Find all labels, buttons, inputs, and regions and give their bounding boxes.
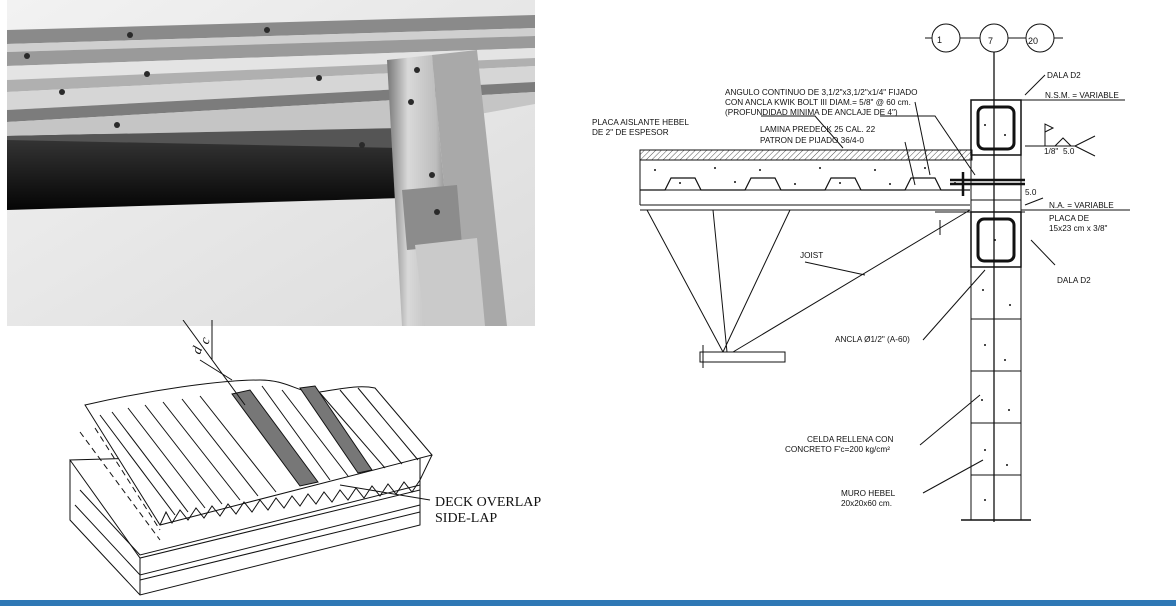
placa-de-line1: PLACA DE (1049, 214, 1090, 223)
deck-overlap-drawing: d c DECK OVERLAP SIDE-LAP (0, 319, 600, 606)
deck-dimension-subscript: c (198, 335, 214, 347)
na-label: N.A. = VARIABLE (1049, 201, 1114, 210)
weld-size-label: 5.0 (1063, 147, 1075, 156)
lamina-note-line1: LAMINA PREDECK 25 CAL. 22 (760, 125, 876, 134)
muro-note-line1: MURO HEBEL (841, 489, 896, 498)
weld-label: 1/8" (1044, 147, 1058, 156)
angle-note-line2: CON ANCLA KWIK BOLT III DIAM.= 5/8" @ 60… (725, 98, 911, 107)
bottom-accent-bar (0, 600, 1176, 606)
muro-note-line2: 20x20x60 cm. (841, 499, 892, 508)
dala-bottom-label: DALA D2 (1057, 276, 1091, 285)
cad-section-detail: 1 7 20 ANGULO CONTINUO DE 3,1/2"x3,1/2"x… (585, 0, 1176, 600)
lamina-note-line2: PATRON DE PIJADO 36/4-0 (760, 136, 864, 145)
deck-overlap-label: DECK OVERLAP (435, 495, 541, 510)
angle-note-line1: ANGULO CONTINUO DE 3,1/2"x3,1/2"x1/4" FI… (725, 88, 918, 97)
placa-de-line2: 15x23 cm x 3/8" (1049, 224, 1108, 233)
grid-axis-7-marker (979, 23, 1009, 53)
steel-frame-photo (7, 0, 535, 326)
joist-label: JOIST (800, 251, 823, 260)
ancla-label: ANCLA Ø1/2" (A-60) (835, 335, 910, 344)
dala-top-label: DALA D2 (1047, 71, 1081, 80)
nsm-label: N.S.M. = VARIABLE (1045, 91, 1119, 100)
dimension-label: 5.0 (1025, 188, 1037, 197)
grid-axis-20-label: 20 (1028, 36, 1038, 46)
placa-note-line1: PLACA AISLANTE HEBEL (592, 118, 689, 127)
side-lap-label: SIDE-LAP (435, 511, 497, 526)
celda-note-line1: CELDA RELLENA CON (807, 435, 894, 444)
celda-note-line2: CONCRETO F'c=200 kg/cm² (785, 445, 890, 454)
angle-note-line3: (PROFUNDIDAD MINIMA DE ANCLAJE DE 4") (725, 108, 898, 117)
grid-axis-1-label: 1 (937, 35, 942, 45)
deck-dimension-symbol: d (190, 344, 207, 357)
placa-note-line2: DE 2" DE ESPESOR (592, 128, 669, 137)
grid-axis-7-label: 7 (988, 36, 993, 46)
